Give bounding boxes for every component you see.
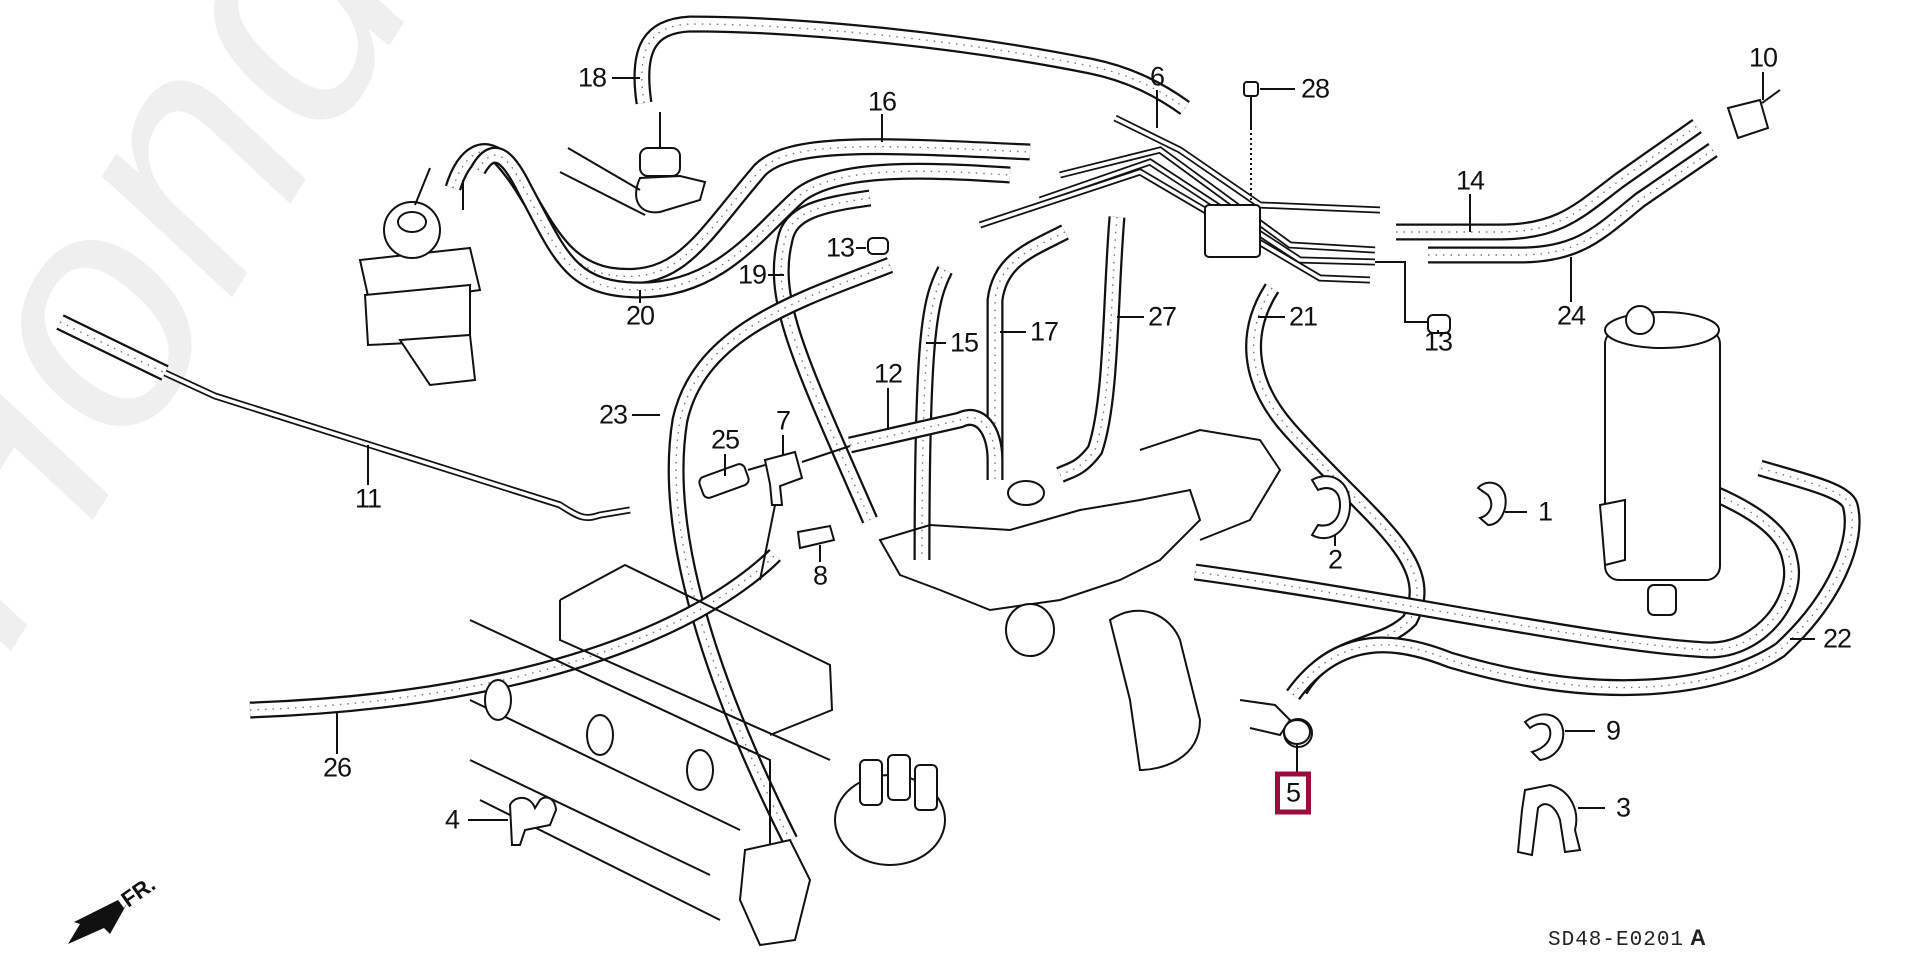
hose-14-texture: [1396, 125, 1698, 233]
joint-13a: [867, 237, 889, 255]
hose-20-texture: [477, 154, 1011, 291]
cable-11-core: [164, 371, 631, 520]
hose-26-texture: [249, 554, 776, 711]
front-arrow-icon: FR.: [68, 878, 160, 944]
callout-5-highlighted[interactable]: 5: [1274, 771, 1312, 815]
callout-22[interactable]: 22: [1822, 623, 1852, 654]
engine-sketch: [469, 428, 1313, 947]
hose-18-texture: [641, 23, 1186, 109]
hose-15-inner: [915, 267, 951, 561]
callout-21[interactable]: 21: [1288, 301, 1318, 332]
hose-11-upper-inner: [57, 316, 168, 379]
joint-25: [698, 463, 750, 499]
pipe-bracket: [1204, 204, 1261, 258]
hose-12-texture: [849, 416, 996, 480]
callout-23[interactable]: 23: [598, 399, 628, 430]
callout-9[interactable]: 9: [1605, 715, 1621, 746]
hose-23-inner: [669, 259, 893, 843]
valve-10: [1726, 98, 1770, 140]
callout-2[interactable]: 2: [1327, 544, 1343, 575]
callout-13-left[interactable]: 13: [825, 232, 855, 263]
callout-25[interactable]: 25: [710, 424, 740, 455]
callout-28[interactable]: 28: [1300, 73, 1330, 104]
callout-4[interactable]: 4: [444, 804, 460, 835]
clip-3: [1516, 783, 1582, 857]
callout-26[interactable]: 26: [322, 752, 352, 783]
vacuum-actuator: [358, 167, 482, 387]
solenoid-valve: [559, 112, 707, 216]
charcoal-canister: [1598, 305, 1721, 616]
hose-22b-inner: [1287, 462, 1859, 699]
hose-14-inner: [1396, 120, 1701, 239]
bolt-28: [1243, 81, 1259, 97]
clip-9: [1523, 713, 1565, 762]
callout-10[interactable]: 10: [1748, 42, 1778, 73]
check-valve-8: [796, 524, 836, 550]
callout-18[interactable]: 18: [577, 62, 607, 93]
clip-1: [1476, 481, 1507, 527]
callout-1[interactable]: 1: [1537, 496, 1553, 527]
callout-7[interactable]: 7: [775, 405, 791, 436]
hose-22a-inner: [1194, 474, 1798, 657]
callout-6[interactable]: 6: [1149, 61, 1165, 92]
clip-2: [1310, 475, 1352, 540]
hose-24-inner: [1428, 144, 1717, 262]
callout-3[interactable]: 3: [1615, 792, 1631, 823]
t-joint-7: [763, 450, 804, 506]
hose-18-inner: [635, 17, 1189, 114]
callout-16[interactable]: 16: [867, 86, 897, 117]
callout-17[interactable]: 17: [1029, 316, 1059, 347]
figure-code-number: SD48-E0201: [1548, 929, 1685, 952]
callout-8[interactable]: 8: [812, 560, 828, 591]
callout-24[interactable]: 24: [1556, 300, 1586, 331]
hose-27-inner: [1057, 216, 1124, 481]
callout-27[interactable]: 27: [1147, 301, 1177, 332]
callout-11[interactable]: 11: [354, 483, 382, 514]
callout-12[interactable]: 12: [873, 358, 903, 389]
callout-13-right[interactable]: 13: [1423, 326, 1453, 357]
cable-11: [163, 369, 631, 521]
callout-19[interactable]: 19: [737, 259, 767, 290]
hose-27-texture: [1059, 216, 1118, 476]
fitting-5: [1283, 719, 1311, 745]
callout-20[interactable]: 20: [625, 300, 655, 331]
hose-17-inner: [988, 226, 1068, 470]
figure-code-suffix: A: [1690, 925, 1707, 950]
callout-14[interactable]: 14: [1455, 165, 1485, 196]
hose-14[interactable]: [1396, 119, 1702, 241]
callout-15[interactable]: 15: [949, 327, 979, 358]
clip-4: [508, 796, 558, 846]
hose-19-texture: [780, 197, 871, 521]
